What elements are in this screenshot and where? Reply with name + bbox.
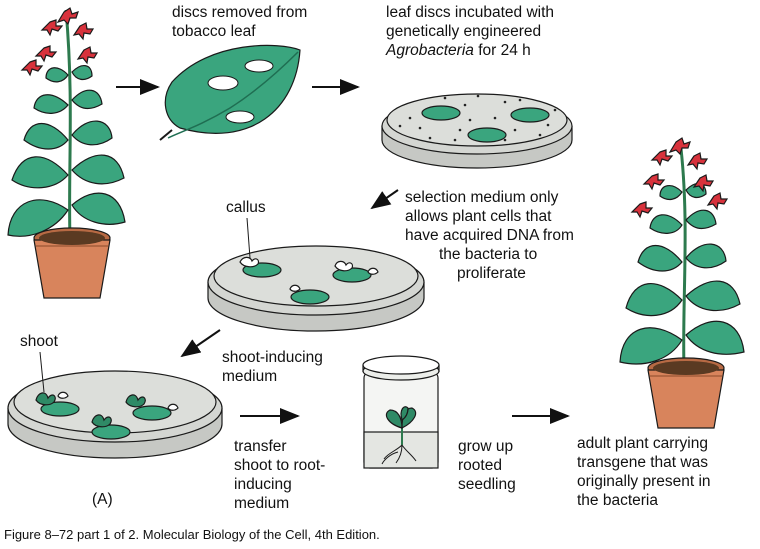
label-line: selection medium only [405, 189, 559, 206]
label-line: originally present in [577, 473, 711, 490]
label-line: the bacteria [577, 492, 658, 509]
panel-label: (A) [92, 491, 113, 508]
label-line: leaf discs incubated with [386, 4, 555, 21]
label-line: have acquired DNA from [405, 227, 574, 244]
label-grow-up: grow up rooted seedling [458, 437, 516, 494]
label-shoot-inducing: shoot-inducing medium [222, 348, 323, 386]
label-line: transgene that was [577, 454, 708, 471]
label-line: allows plant cells that [405, 208, 552, 225]
tobacco-plant-left [7, 7, 126, 299]
label-line: medium [222, 368, 278, 385]
culture-jar-seedling [362, 355, 440, 469]
agrobacteria-italic: Agrobacteria [386, 42, 474, 59]
label-line: tobacco leaf [172, 23, 256, 40]
label-selection-medium: selection medium only allows plant cells… [405, 188, 574, 283]
label-line: discs removed from [172, 4, 308, 21]
arrow-4 [180, 329, 221, 358]
label-line: seedling [458, 476, 516, 493]
label-incubated: leaf discs incubated with genetically en… [386, 3, 554, 60]
arrow-3 [370, 189, 399, 210]
label-shoot: shoot [20, 333, 58, 350]
label-line: genetically engineered [386, 23, 542, 40]
label-tail: for 24 h [473, 42, 531, 59]
label-line: shoot to root- [234, 457, 326, 474]
label-callus: callus [226, 199, 266, 216]
label-line: medium [234, 495, 290, 512]
label-line: transfer [234, 438, 287, 455]
label-line: adult plant carrying [577, 435, 708, 452]
label-line: proliferate [457, 265, 526, 282]
label-line: the bacteria to [439, 246, 538, 263]
label-line: inducing [234, 476, 292, 493]
label-adult-plant: adult plant carrying transgene that was … [577, 434, 711, 510]
label-line: grow up [458, 438, 514, 455]
petri-dish-callus [207, 217, 425, 332]
label-line: shoot-inducing [222, 349, 323, 366]
label-discs-removed: discs removed from tobacco leaf [172, 3, 307, 41]
tobacco-plant-adult [619, 137, 745, 429]
petri-dish-bacteria [381, 93, 573, 169]
tobacco-leaf [159, 44, 301, 141]
label-line: Agrobacteria for 24 h [386, 41, 554, 60]
figure-caption: Figure 8–72 part 1 of 2. Molecular Biolo… [4, 527, 380, 542]
label-transfer: transfer shoot to root- inducing medium [234, 437, 325, 513]
petri-dish-shoots [7, 351, 223, 459]
label-line: rooted [458, 457, 502, 474]
